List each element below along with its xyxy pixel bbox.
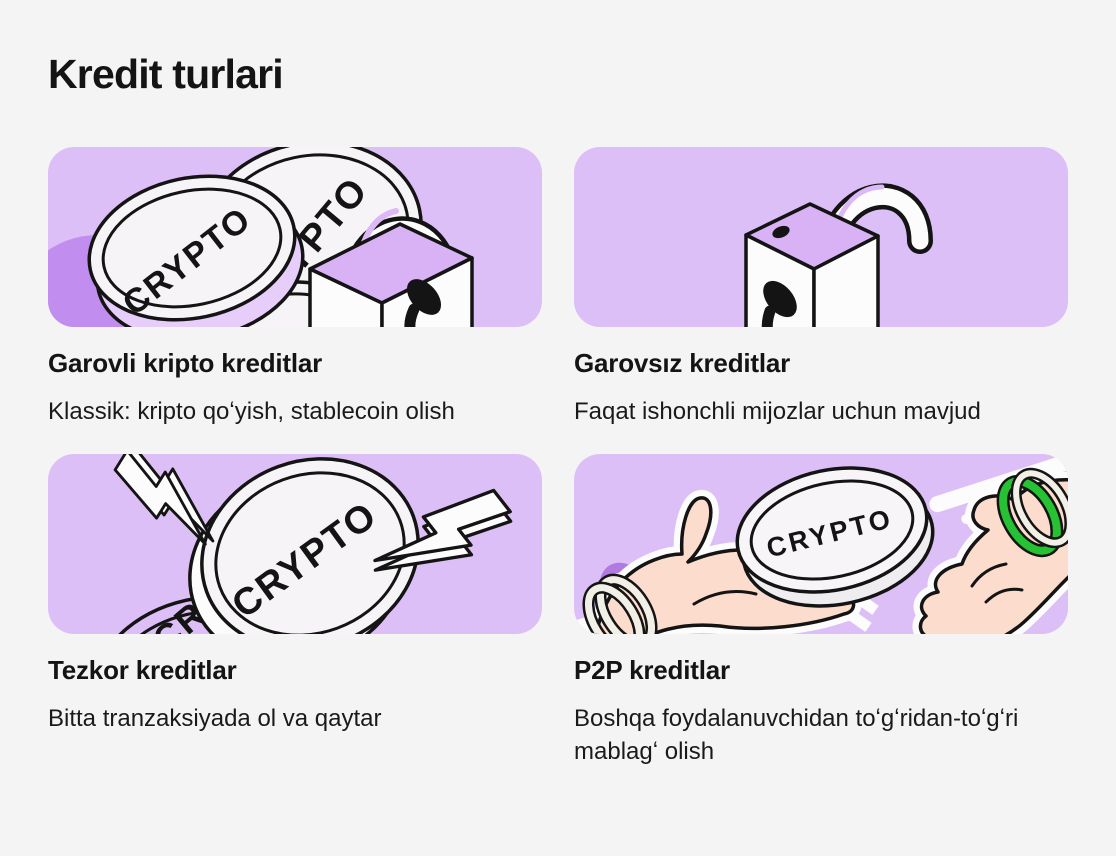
crypto-coin-front-icon: CRYPTO xyxy=(87,174,305,328)
card-title: P2P kreditlar xyxy=(574,655,730,686)
crypto-coin-icon: CRYPTO xyxy=(735,466,935,609)
card-description: Bitta tranzaksiyada ol va qaytar xyxy=(48,705,382,733)
illustration-hands-coin: CRYPTO xyxy=(574,454,1068,635)
card-title: Garovli kripto kreditlar xyxy=(48,348,323,379)
receiving-hand-icon xyxy=(912,471,1068,635)
card-title: Garovsız kreditlar xyxy=(574,348,791,379)
infographic: Kredit turlari CRYPTO xyxy=(48,51,1068,768)
card-description: Klassik: kripto qoʻyish, stablecoin olis… xyxy=(48,398,455,426)
page-title: Kredit turlari xyxy=(48,51,284,97)
open-padlock-icon xyxy=(744,183,933,328)
bracelet-green-icon xyxy=(996,468,1068,558)
hands-coin-graphic: CRYPTO xyxy=(574,454,1068,635)
locked-padlock-icon xyxy=(308,208,474,328)
illustration-coins-locked-padlock: CRYPTO CRYPTO xyxy=(48,147,542,328)
card-title: Tezkor kreditlar xyxy=(48,655,237,686)
card-collateral-crypto-loans: CRYPTO CRYPTO xyxy=(48,147,542,428)
card-flash-loans: CRYPTO CRYPTO xyxy=(48,454,542,768)
lightning-icon xyxy=(373,489,513,573)
bracelet-icon xyxy=(582,573,658,635)
lock-top-dot xyxy=(772,225,790,239)
card-description: Faqat ishonchli mijozlar uchun mavjud xyxy=(574,398,981,426)
illustration-coin-lightning: CRYPTO CRYPTO xyxy=(48,454,542,635)
card-description: Boshqa foydalanuvchidan toʻgʻridan-toʻgʻ… xyxy=(574,705,1019,766)
cards-grid: CRYPTO CRYPTO xyxy=(48,147,1068,768)
illustration-open-padlock xyxy=(574,147,1068,328)
crypto-coin-icon: CRYPTO xyxy=(188,457,420,635)
open-padlock-graphic xyxy=(744,183,933,328)
card-p2p-loans: CRYPTO P2P kreditlar Boshqa foydalanuvch… xyxy=(574,454,1068,768)
card-unsecured-loans: Garovsız kreditlar Faqat ishonchli mijoz… xyxy=(574,147,1068,428)
coin-lightning-graphic: CRYPTO CRYPTO xyxy=(94,454,513,635)
coins-padlock-graphic: CRYPTO CRYPTO xyxy=(48,147,474,328)
lightning-icon xyxy=(113,454,215,546)
